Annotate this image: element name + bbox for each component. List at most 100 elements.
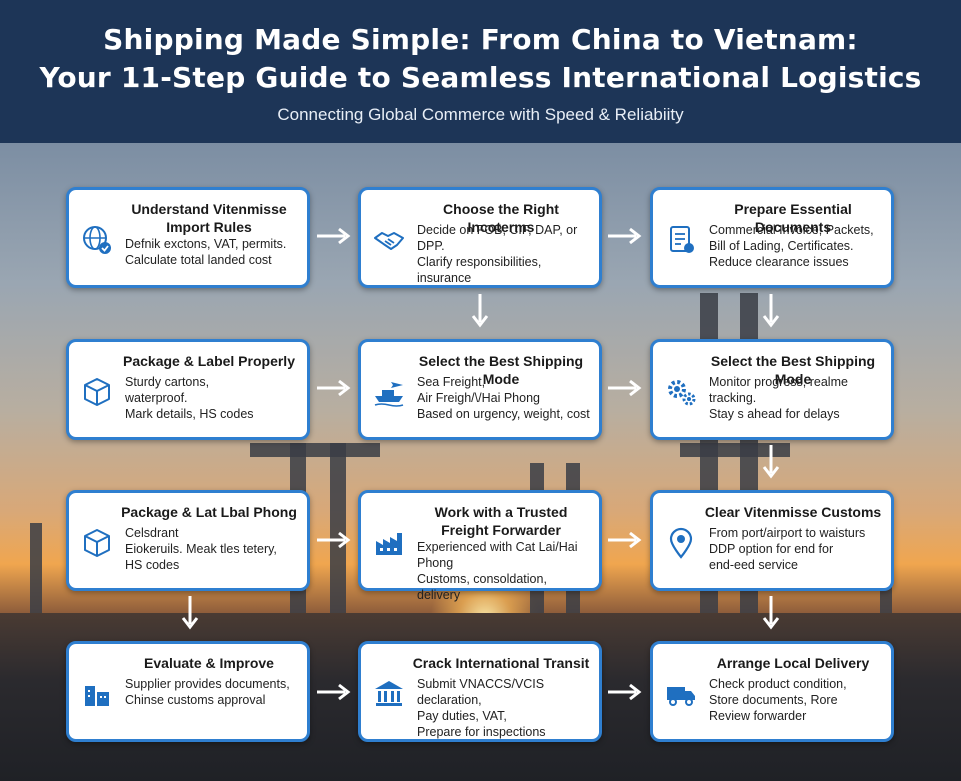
step-description-line: Reduce clearance issues xyxy=(709,255,849,269)
step-description-line: Review forwarder xyxy=(709,709,807,723)
step-title: Select the Best Shipping Mode xyxy=(411,352,591,388)
arrow-down xyxy=(761,292,781,330)
step-title: Evaluate & Improve xyxy=(119,654,299,672)
step-description-line: Commercial Invoice, Packets, xyxy=(709,223,874,237)
step-description-line: Eiokeruils. Meak tles tetery, xyxy=(125,542,277,556)
step-description: Sturdy cartons, waterproof. Mark details, … xyxy=(125,374,301,422)
step-description-line: Mark details, HS codes xyxy=(125,407,254,421)
step-title-line: Package & Lat Lbal Phong xyxy=(121,504,297,520)
title-line-1: Shipping Made Simple: From China to Viet… xyxy=(103,23,858,56)
step-description-line: Bill of Lading, Certificates. xyxy=(709,239,854,253)
step-description-line: DDP option for end for xyxy=(709,542,834,556)
step-description-line: Air Freigh/\/Hai Phong xyxy=(417,391,540,405)
step-description-line: Based on urgency, weight, cost xyxy=(417,407,590,421)
step-description: Defnik exctons, VAT, permits.Calculate t… xyxy=(125,236,301,268)
arrow-right xyxy=(606,530,644,550)
step-title-line: Crack International Transit xyxy=(412,655,590,671)
step-description: Decide on FOB, CIF, DAP, or DPP.Clarify … xyxy=(417,222,593,286)
truck-icon xyxy=(665,678,697,710)
document-icon xyxy=(665,224,697,256)
step-title: Select the Best Shipping Mode xyxy=(703,352,883,388)
step-description-line: Supplier provides documents, xyxy=(125,677,290,691)
arrow-right xyxy=(315,682,353,702)
step-title-line: Arrange Local Delivery xyxy=(716,655,870,671)
page-subtitle: Connecting Global Commerce with Speed & … xyxy=(277,105,684,124)
step-title-line: Package & Label Properly xyxy=(123,353,295,369)
step-description: Commercial Invoice, Packets, Bill of Ladi… xyxy=(709,222,885,270)
step-title-line: Clear Vitenmisse Customs xyxy=(704,504,882,520)
step-description-line: Store documents, Rore xyxy=(709,693,838,707)
step-description-line: insurance xyxy=(417,271,472,285)
step-description-line: Sturdy cartons, xyxy=(125,375,210,389)
step-title-line: Prepare Essential Documents xyxy=(734,201,852,235)
step-description-line: waterproof. xyxy=(125,391,188,405)
arrow-down xyxy=(470,292,490,330)
step-title-line: Select the Best Shipping Mode xyxy=(418,353,584,387)
step-description-line: Experienced with Cat Lai/Hai Phong xyxy=(417,540,578,570)
step-description-line: Prepare for inspections xyxy=(417,725,546,739)
step-description-line: HS codes xyxy=(125,558,180,572)
step-title-line: Choose the Right Incoterms xyxy=(443,201,559,235)
arrow-right xyxy=(315,378,353,398)
step-title-line: Evaluate & Improve xyxy=(144,655,274,671)
step-title-line: Work with a Trusted xyxy=(434,504,568,520)
step-title: Package & Lat Lbal Phong xyxy=(119,503,299,521)
arrow-right xyxy=(606,682,644,702)
step-description-line: Monitor progress, realme tracking. xyxy=(709,375,848,405)
package-icon xyxy=(81,376,113,408)
step-description-line: Customs, consoldation, delivery xyxy=(417,572,547,602)
step-description: Submit VNACCS/VCIS declaration, Pay dutie… xyxy=(417,676,593,740)
step-description: Check product condition,Store documents,… xyxy=(709,676,885,724)
step-description-line: Sea Freight, xyxy=(417,375,486,389)
step-description-line: Chinse customs approval xyxy=(125,693,266,707)
step-title-line: Import Rules xyxy=(166,219,252,235)
step-title: Package & Label Properly xyxy=(119,352,299,370)
step-title-line: Understand Vitenmisse xyxy=(131,201,287,217)
page-title: Shipping Made Simple: From China to Viet… xyxy=(0,0,961,97)
bank-icon xyxy=(373,678,405,710)
step-description-line: Decide on FOB, CIF, DAP, or DPP. xyxy=(417,223,578,253)
arrow-right xyxy=(606,226,644,246)
step-title: Arrange Local Delivery xyxy=(703,654,883,672)
buildings-icon xyxy=(81,678,113,710)
location-pin-icon xyxy=(665,527,697,559)
ship-plane-icon xyxy=(373,376,405,408)
arrow-down xyxy=(761,594,781,632)
package-icon xyxy=(81,527,113,559)
step-description: Supplier provides documents, Chinse custo… xyxy=(125,676,301,708)
gears-icon xyxy=(665,376,697,408)
step-description-line: end-eed service xyxy=(709,558,798,572)
step-title-line: Select the Best Shipping Mode xyxy=(710,353,876,387)
arrow-right xyxy=(315,226,353,246)
factory-icon xyxy=(373,527,405,559)
step-description-line: Submit VNACCS/VCIS declaration, xyxy=(417,677,545,707)
step-description-line: Celsdrant xyxy=(125,526,179,540)
arrow-down xyxy=(761,443,781,481)
step-description: Monitor progress, realme tracking. Stay s… xyxy=(709,374,885,422)
crane-silhouette xyxy=(250,443,380,457)
step-description-line: Stay s ahead for delays xyxy=(709,407,840,421)
step-description-line: Pay duties, VAT, xyxy=(417,709,507,723)
step-title: Prepare Essential Documents xyxy=(703,200,883,236)
globe-check-icon xyxy=(81,224,113,256)
step-title-line: Freight Forwarder xyxy=(441,522,561,538)
crane-silhouette xyxy=(680,443,790,457)
title-line-2: Your 11-Step Guide to Seamless Internati… xyxy=(39,61,922,94)
header: Shipping Made Simple: From China to Viet… xyxy=(0,0,961,143)
step-description-line: From port/airport to waisturs xyxy=(709,526,866,540)
